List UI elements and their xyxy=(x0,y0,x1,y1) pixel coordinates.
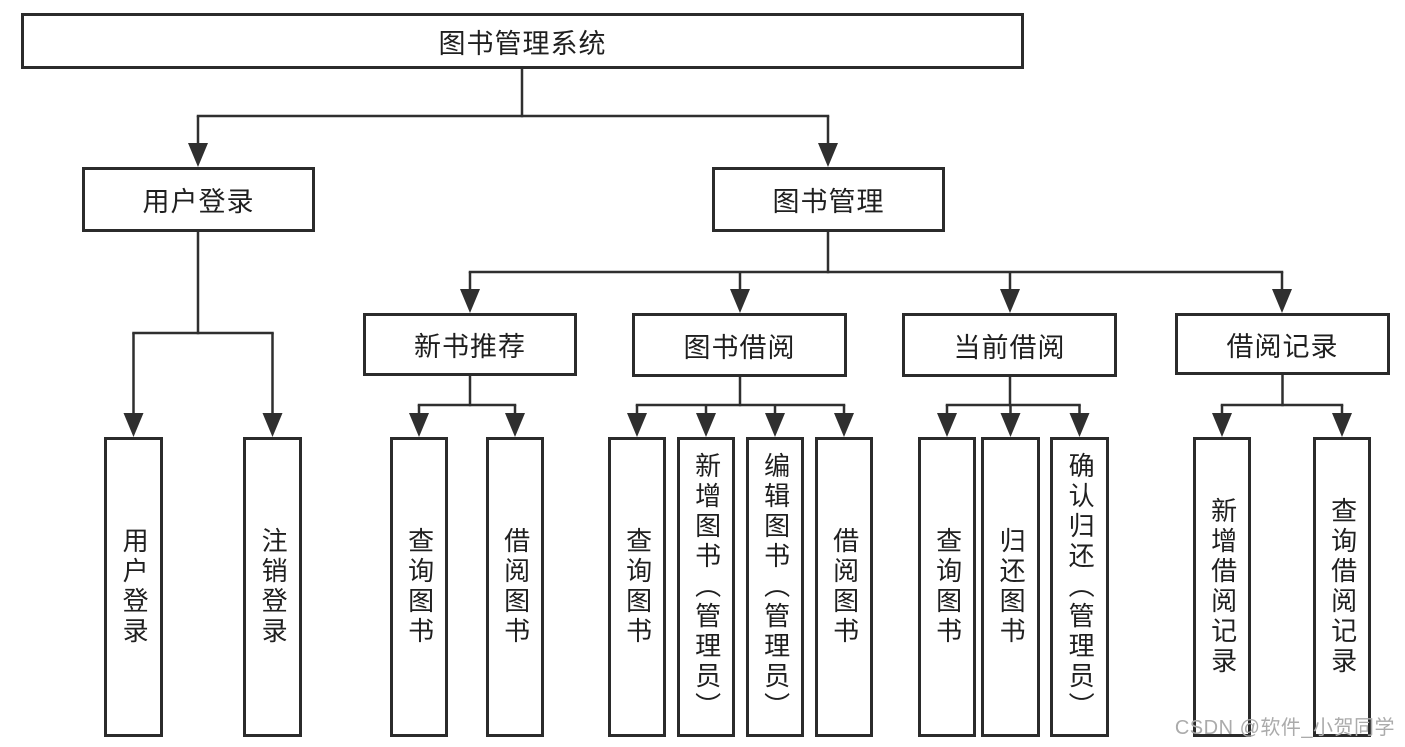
arrowhead xyxy=(1069,413,1090,437)
connector-book-management-fork xyxy=(460,230,1292,313)
leaf-label: 注销登录 xyxy=(258,527,289,647)
leaf-label: 确认归还（管理员） xyxy=(1065,452,1096,722)
leaf-label: 查询图书 xyxy=(932,527,963,647)
leaf-query-books-recommend: 查询图书 xyxy=(390,437,448,737)
arrowhead xyxy=(834,413,854,437)
connector-borrow-records-fork xyxy=(1212,373,1352,437)
leaf-query-books-borrow: 查询图书 xyxy=(608,437,666,737)
leaf-add-book-admin: 新增图书（管理员） xyxy=(677,437,735,737)
leaf-label: 归还图书 xyxy=(996,527,1027,647)
arrowhead xyxy=(730,289,750,313)
arrowhead xyxy=(1332,413,1352,437)
arrowhead xyxy=(505,413,525,437)
leaf-label: 查询借阅记录 xyxy=(1327,497,1358,677)
csdn-watermark: CSDN @软件_小贺同学 xyxy=(1174,717,1395,739)
leaf-borrow-books-recommend: 借阅图书 xyxy=(486,437,544,737)
connector-current-borrow-fork xyxy=(937,375,1090,437)
leaf-label: 新增图书（管理员） xyxy=(691,452,722,722)
arrowhead xyxy=(765,413,785,437)
leaf-user-login: 用户登录 xyxy=(104,437,163,737)
node-library-management-system: 图书管理系统 xyxy=(21,13,1024,69)
leaf-query-borrow-record: 查询借阅记录 xyxy=(1313,437,1371,737)
node-book-management-branch: 图书管理 xyxy=(712,167,945,232)
node-new-book-recommend: 新书推荐 xyxy=(363,313,577,376)
connector-book-borrow-fork xyxy=(627,375,854,437)
arrowhead xyxy=(1000,413,1021,437)
leaf-query-books-current: 查询图书 xyxy=(918,437,976,737)
leaf-label: 用户登录 xyxy=(119,527,150,647)
leaf-logout: 注销登录 xyxy=(243,437,302,737)
leaf-confirm-return-admin: 确认归还（管理员） xyxy=(1050,437,1109,737)
connector-user-login-fork xyxy=(123,230,283,437)
arrowhead xyxy=(188,143,208,167)
arrowhead xyxy=(409,413,429,437)
arrowhead xyxy=(123,413,144,437)
arrowhead xyxy=(262,413,283,437)
leaf-label: 新增借阅记录 xyxy=(1207,497,1238,677)
arrowhead xyxy=(1272,289,1292,313)
leaf-label: 查询图书 xyxy=(404,527,435,647)
arrowhead xyxy=(460,289,480,313)
node-book-borrow: 图书借阅 xyxy=(632,313,847,377)
node-borrow-records: 借阅记录 xyxy=(1175,313,1390,375)
connector-root-to-level2 xyxy=(188,67,838,167)
arrowhead xyxy=(1000,289,1020,313)
connector-new-book-fork xyxy=(409,374,525,437)
arrowhead xyxy=(696,413,716,437)
arrowhead xyxy=(937,413,957,437)
arrowhead xyxy=(1212,413,1232,437)
leaf-label: 借阅图书 xyxy=(500,527,531,647)
leaf-add-borrow-record: 新增借阅记录 xyxy=(1193,437,1251,737)
node-current-borrow: 当前借阅 xyxy=(902,313,1117,377)
leaf-label: 查询图书 xyxy=(622,527,653,647)
leaf-return-books: 归还图书 xyxy=(981,437,1040,737)
arrowhead xyxy=(627,413,647,437)
leaf-label: 编辑图书（管理员） xyxy=(760,452,791,722)
leaf-borrow-books: 借阅图书 xyxy=(815,437,873,737)
node-user-login-branch: 用户登录 xyxy=(82,167,315,232)
leaf-edit-book-admin: 编辑图书（管理员） xyxy=(746,437,804,737)
arrowhead xyxy=(818,143,838,167)
leaf-label: 借阅图书 xyxy=(829,527,860,647)
